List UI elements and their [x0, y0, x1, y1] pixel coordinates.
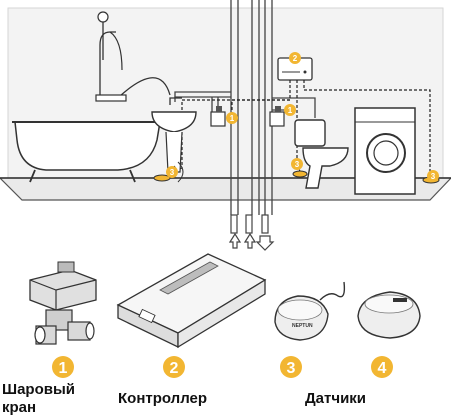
legend-label-ball-valve-line2: кран: [2, 399, 37, 416]
svg-text:1: 1: [59, 360, 68, 377]
schematic-marker-valve-left: 1: [226, 112, 238, 124]
legend-label-controller: Контроллер: [118, 390, 208, 407]
schematic-marker-sensor-washer: 3: [427, 170, 439, 182]
svg-text:3: 3: [170, 168, 175, 177]
bathtub: [12, 11, 171, 183]
product-wireless-sensor: [357, 291, 421, 339]
svg-text:2: 2: [293, 54, 298, 63]
valve-left: [210, 106, 226, 127]
arrow-up-icon: [228, 232, 242, 249]
legend-label-ball-valve-line1: Шаровый: [2, 381, 75, 398]
schematic-marker-sensor-bath: 3: [166, 166, 178, 178]
schematic-marker-sensor-toilet: 3: [291, 158, 303, 170]
product-wired-sensor: NEPTUN: [274, 281, 346, 341]
floor-sensor-toilet: [292, 170, 308, 178]
schematic-marker-valve-right: 1: [284, 104, 296, 116]
product-ball-valve: [29, 261, 97, 345]
legend-label-sensors: Датчики: [305, 390, 367, 407]
svg-text:1: 1: [230, 114, 235, 123]
svg-text:3: 3: [287, 360, 296, 377]
product-controller: [116, 253, 267, 349]
wall-controller: [277, 57, 313, 81]
valve-right: [269, 106, 285, 127]
arrow-up-icon: [243, 232, 257, 249]
legend-badge-3: 3: [280, 356, 302, 378]
svg-text:2: 2: [170, 360, 179, 377]
legend-badge-2: 2: [163, 356, 185, 378]
riser-arrows: [228, 214, 275, 251]
toilet: [294, 119, 349, 189]
schematic-marker-controller: 2: [289, 52, 301, 64]
svg-text:NEPTUN: NEPTUN: [292, 323, 313, 329]
water-risers: [230, 0, 273, 215]
svg-text:3: 3: [431, 172, 436, 181]
legend-badge-1: 1: [52, 356, 74, 378]
svg-text:3: 3: [295, 160, 300, 169]
svg-text:1: 1: [288, 106, 293, 115]
arrow-down-icon: [255, 235, 275, 251]
svg-text:4: 4: [378, 360, 387, 377]
washing-machine: [354, 107, 416, 195]
legend-badge-4: 4: [371, 356, 393, 378]
supply-pipes: [174, 91, 316, 125]
